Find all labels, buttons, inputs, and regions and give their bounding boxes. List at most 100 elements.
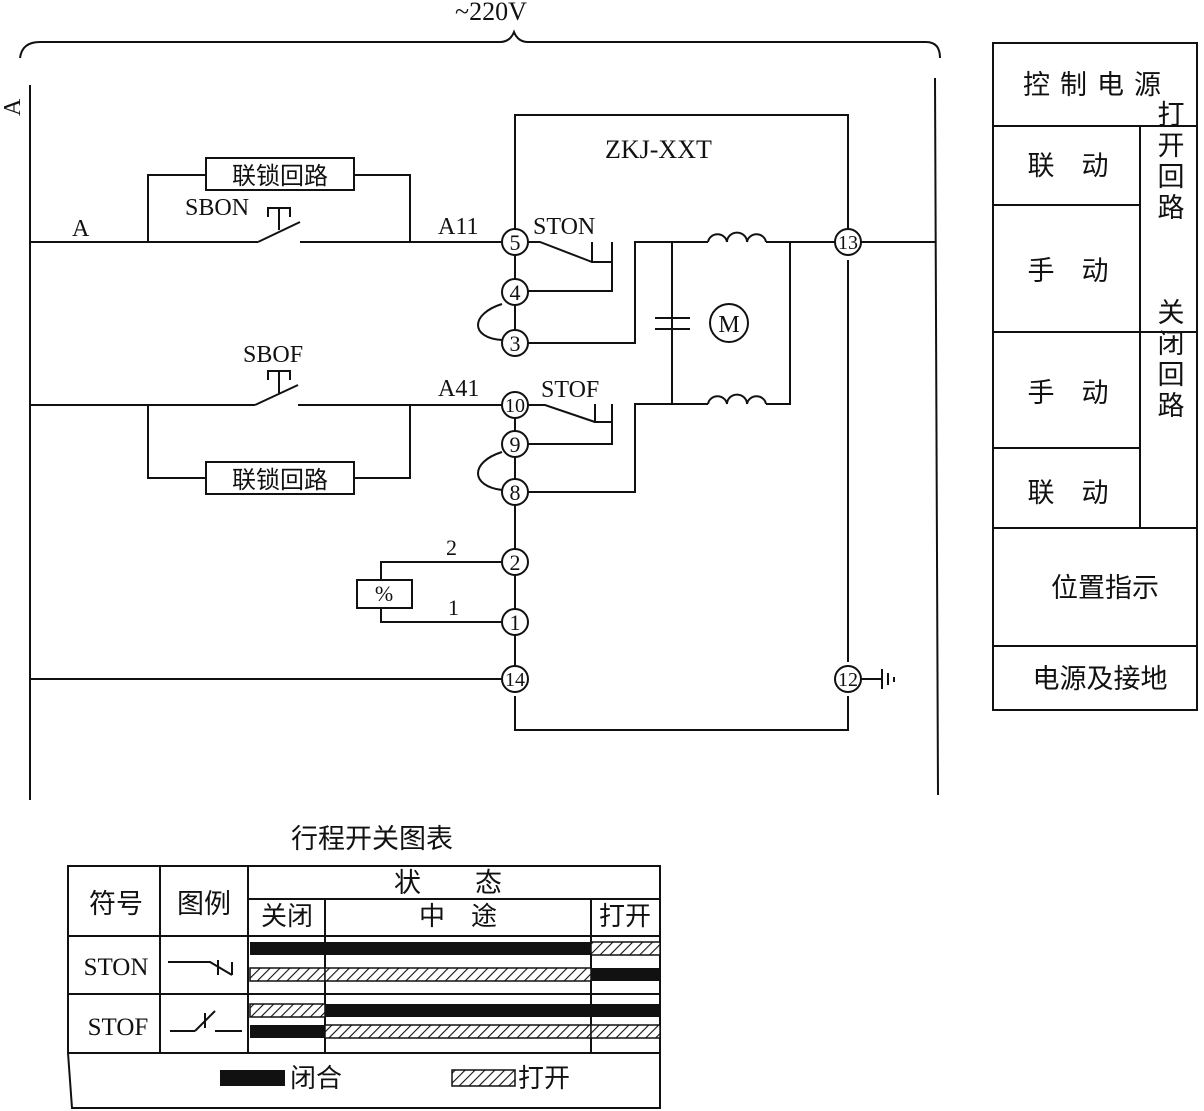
stof-legend-icon [170,1010,242,1032]
state-bar-closed [325,1004,591,1017]
position-sensor-box [356,579,413,609]
position-sensor-wiring [380,561,502,623]
key-closed-label: 闭合 [290,1064,342,1094]
state-bar-open [590,941,661,956]
ston-legend-icon [168,960,233,976]
sbon-actuator-icon [267,207,291,230]
panel-power-ground: 电源及接地 [1033,664,1168,695]
controller-box [514,114,849,731]
sensor-wire-1-label: 1 [448,595,459,620]
terminal: 1 [501,608,529,636]
function-panel: 控制电源 联 动 手 动 打开回路 手 动 联 动 关闭回路 位置指示 电源及接… [992,42,1198,711]
terminal: 10 [501,391,529,419]
line-a11-label: A11 [438,214,478,240]
state-bar-open [324,967,592,982]
interlock-lower-loop [147,405,411,479]
interlock-upper-label: 联锁回路 [232,162,328,190]
header-closed-pos: 关闭 [261,902,313,932]
state-bars [249,941,661,1039]
svg-text:5: 5 [510,230,521,255]
panel-control-power: 控制电源 [1023,70,1171,101]
state-bar-closed [325,942,591,955]
terminal: 8 [501,478,529,506]
key-open-swatch [451,1069,516,1087]
svg-text:10: 10 [505,395,525,417]
capacitor [655,317,690,330]
sbon-contact [257,221,301,243]
panel-linked-open: 联 动 [1028,151,1109,182]
ground-icon [861,669,895,689]
sbof-label: SBOF [243,342,303,368]
header-state: 状 态 [394,868,502,899]
interlock-upper-loop [147,174,411,242]
svg-text:14: 14 [505,669,525,691]
jumper-4-3 [477,303,503,341]
sbon-label: SBON [185,195,249,221]
terminal: 4 [501,278,529,306]
state-bar-closed [591,968,660,981]
svg-text:2: 2 [510,550,521,575]
ston-label: STON [533,214,595,240]
motor-symbol [709,303,749,343]
phase-label: A [0,98,26,116]
svg-text:3: 3 [510,331,521,356]
state-bar-closed [250,942,325,955]
switch-table: 符号 图例 状 态 关闭 中 途 打开 STON STOF 闭合 打开 [67,865,661,1109]
right-bus [934,77,939,796]
svg-text:12: 12 [838,669,858,691]
motor-winding-lower [707,393,767,405]
panel-position-indication: 位置指示 [1051,573,1159,604]
sbof-contact [254,384,299,406]
stof-label: STOF [541,377,599,403]
position-sensor-symbol: % [375,581,393,606]
controller-model: ZKJ-XXT [605,135,712,164]
voltage-label: ~220V [455,0,527,26]
motor-circuit-wiring [528,241,935,493]
row-symbol-stof: STOF [88,1014,149,1041]
terminal: 13 [834,228,862,256]
ston-contact [528,241,613,292]
header-open-pos: 打开 [599,902,651,932]
terminal: 9 [501,430,529,458]
svg-text:9: 9 [510,432,521,457]
panel-manual-close: 手 动 [1028,378,1109,409]
terminal: 12 [834,665,862,693]
state-bar-closed [250,1025,325,1038]
key-open-label: 打开 [518,1064,570,1094]
switch-table-title: 行程开关图表 [291,824,453,855]
state-bar-open [324,1024,592,1039]
svg-text:4: 4 [510,280,521,305]
state-bar-open [249,1003,326,1018]
panel-open-circuit: 打开回路 [1153,100,1184,224]
motor-label: M [718,312,739,338]
terminal: 14 [501,665,529,693]
state-bar-open [590,1024,661,1039]
panel-close-circuit: 关闭回路 [1153,298,1184,422]
line-a41-label: A41 [438,376,479,402]
line-a-label: A [72,216,90,242]
interlock-lower-box [205,461,355,495]
sbof-actuator-icon [267,370,291,393]
interlock-upper-box [205,157,355,191]
sensor-wire-2-label: 2 [446,535,457,560]
interlock-lower-label: 联锁回路 [232,466,328,494]
panel-manual-open: 手 动 [1028,256,1109,287]
header-symbol: 符号 [89,889,143,920]
voltage-brace [19,29,941,59]
svg-text:8: 8 [510,480,521,505]
panel-linked-close: 联 动 [1028,478,1109,509]
row-symbol-ston: STON [84,954,149,981]
svg-text:13: 13 [838,232,858,254]
header-legend: 图例 [177,889,231,920]
svg-text:1: 1 [510,610,521,635]
key-closed-swatch [220,1070,285,1086]
terminal: 3 [501,329,529,357]
header-midway: 中 途 [419,902,497,932]
terminal: 2 [501,548,529,576]
motor-winding-upper [707,231,767,243]
state-bar-closed [591,1004,660,1017]
jumper-9-8 [477,451,503,491]
terminal: 5 [501,228,529,256]
stof-contact [528,404,613,445]
